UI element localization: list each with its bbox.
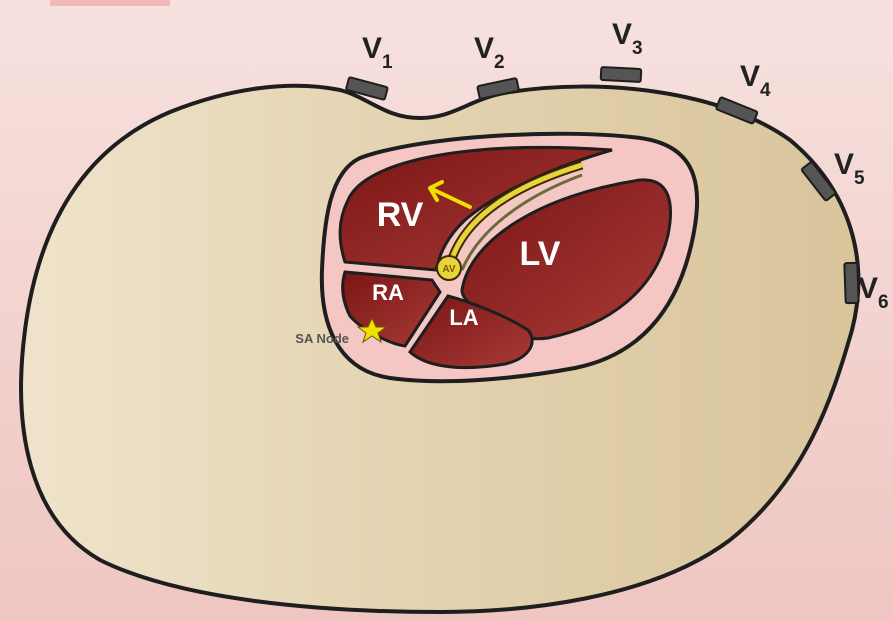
- electrode-v3: [601, 67, 642, 82]
- rv-label: RV: [377, 196, 424, 234]
- lead-v6-number: 6: [878, 292, 889, 313]
- lead-v5-number: 5: [854, 168, 865, 189]
- av-node-label: AV: [442, 264, 455, 275]
- lead-v1-number: 1: [382, 52, 393, 73]
- lead-v3-number: 3: [632, 38, 643, 59]
- electrode-v6: [844, 263, 858, 303]
- lead-v2-letter: V: [474, 32, 494, 65]
- lead-v4-letter: V: [740, 60, 760, 93]
- sa-node-label: SA Node: [295, 331, 349, 346]
- lead-v2-number: 2: [494, 52, 505, 73]
- lead-v4-number: 4: [760, 80, 771, 101]
- lead-v3-letter: V: [612, 18, 632, 51]
- la-label: LA: [449, 305, 478, 330]
- top-edge-mark: [50, 0, 170, 6]
- lead-v1-letter: V: [362, 32, 382, 65]
- lead-v6-letter: V: [858, 272, 878, 305]
- ra-label: RA: [372, 280, 404, 305]
- lead-v5-letter: V: [834, 148, 854, 181]
- lv-label: LV: [520, 235, 561, 273]
